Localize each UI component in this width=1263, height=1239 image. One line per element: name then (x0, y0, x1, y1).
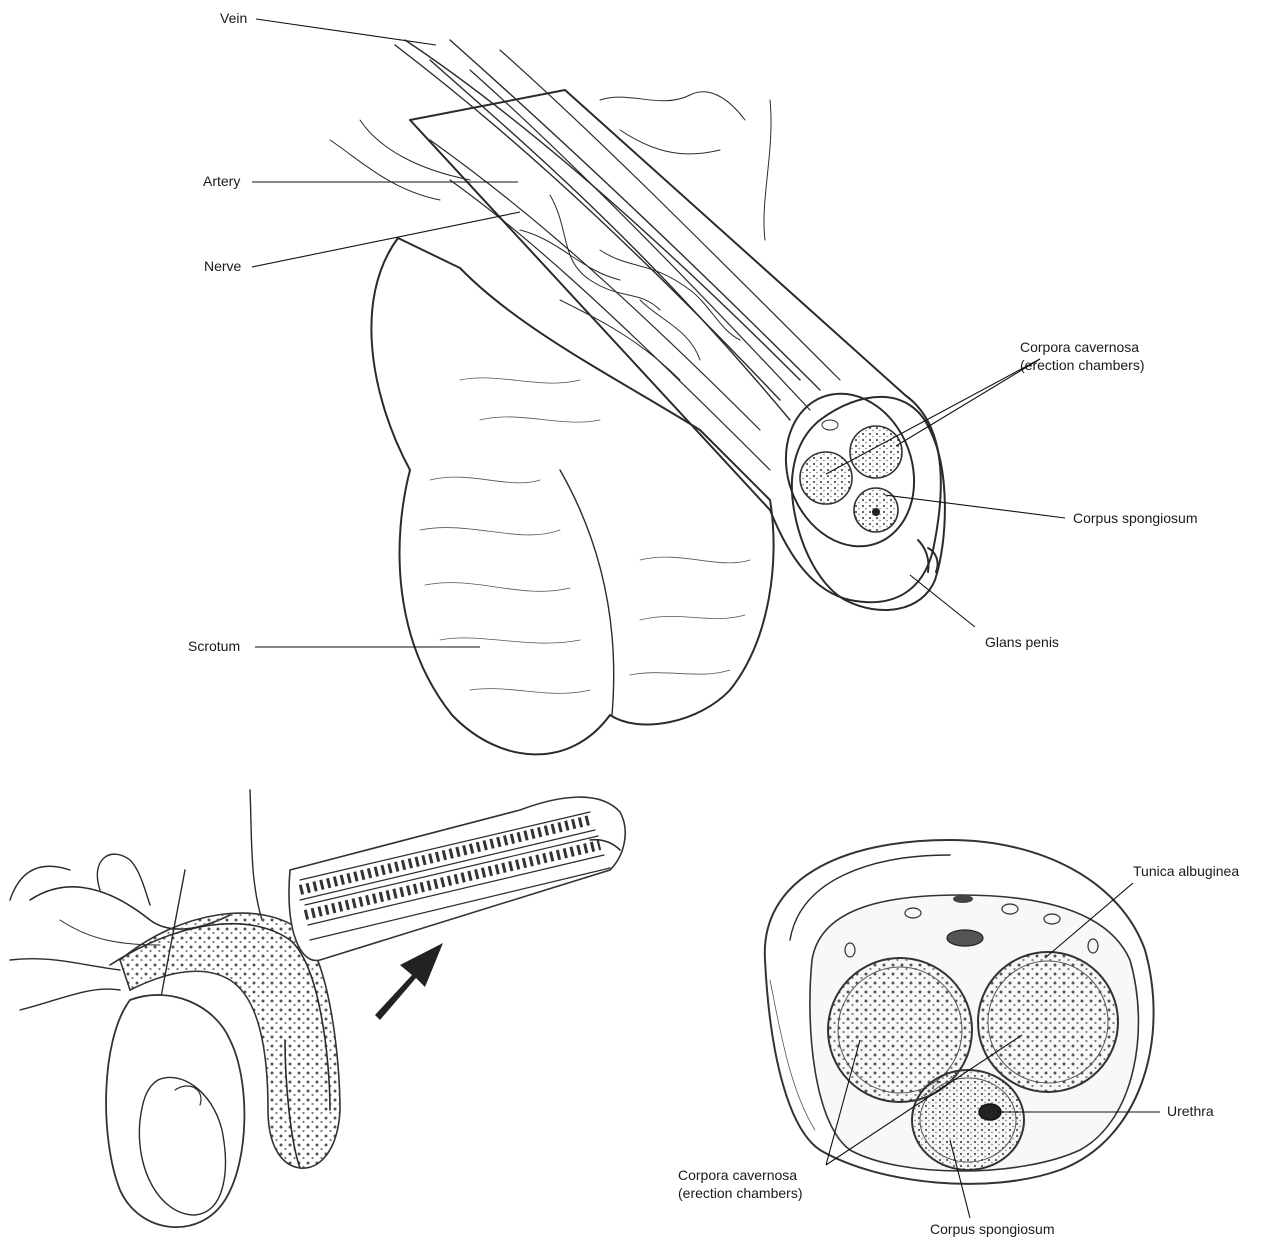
label-vein: Vein (220, 10, 436, 45)
svg-text:Corpus spongiosum: Corpus spongiosum (930, 1221, 1055, 1237)
svg-text:Corpora cavernosa: Corpora cavernosa (1020, 339, 1139, 355)
svg-text:Vein: Vein (220, 10, 247, 26)
side-view-illustration (10, 790, 625, 1227)
label-corpus-spongiosum-top: Corpus spongiosum (885, 495, 1198, 526)
corpus-spongiosum (912, 1070, 1024, 1170)
svg-text:Corpus spongiosum: Corpus spongiosum (1073, 510, 1198, 526)
label-scrotum: Scrotum (188, 638, 480, 654)
top-corpus-cavernosum-left (800, 452, 852, 504)
svg-text:Corpora cavernosa: Corpora cavernosa (678, 1167, 797, 1183)
scrotum-raphe (560, 470, 614, 715)
svg-text:Tunica albuginea: Tunica albuginea (1133, 863, 1239, 879)
svg-text:Nerve: Nerve (204, 258, 242, 274)
svg-text:Glans penis: Glans penis (985, 634, 1059, 650)
side-view-scrotum (106, 995, 244, 1227)
top-illustration: Vein Artery Nerve Scrotum Corpora cavern… (188, 10, 1198, 754)
svg-text:Urethra: Urethra (1167, 1103, 1214, 1119)
label-nerve: Nerve (204, 212, 520, 274)
svg-text:Artery: Artery (203, 173, 240, 189)
scrotum-folds (420, 378, 750, 693)
arrow-up-right-icon (375, 943, 443, 1020)
shaft-vessels (330, 40, 840, 470)
urethra (979, 1104, 1001, 1120)
cross-section-illustration: Tunica albuginea Urethra Corpora caverno… (678, 840, 1239, 1237)
top-corpus-cavernosum-right (850, 426, 902, 478)
svg-text:(erection chambers): (erection chambers) (678, 1185, 803, 1201)
corpus-cavernosum-right (978, 952, 1118, 1092)
svg-text:Scrotum: Scrotum (188, 638, 240, 654)
